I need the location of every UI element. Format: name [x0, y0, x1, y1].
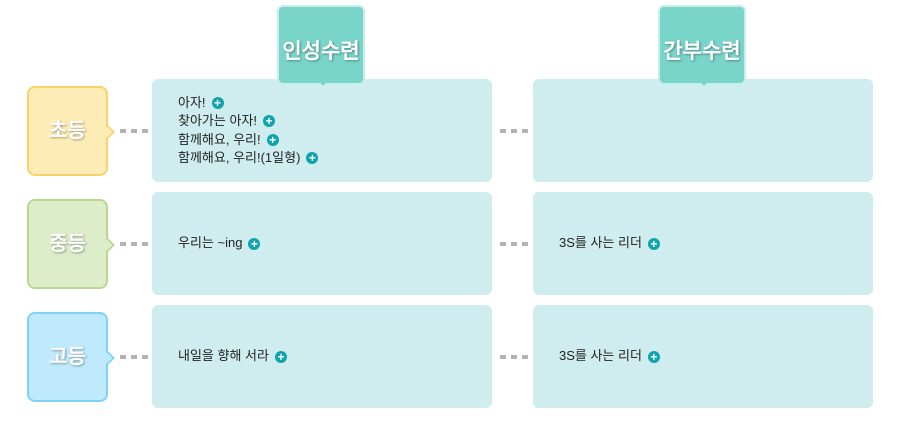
- plus-icon[interactable]: +: [248, 237, 261, 250]
- program-link[interactable]: 내일을 향해 서라 +: [178, 347, 492, 366]
- program-label: 아자!: [178, 94, 206, 110]
- connector-dots: [500, 355, 528, 359]
- card-middle-leader: 3S를 사는 리더 +: [533, 192, 873, 295]
- connector-dots: [120, 355, 148, 359]
- program-label: 3S를 사는 리더: [559, 235, 642, 251]
- card-middle-character: 우리는 ~ing +: [152, 192, 492, 295]
- program-link[interactable]: 찾아가는 아자! +: [178, 112, 492, 131]
- program-label: 함께해요, 우리!: [178, 131, 261, 147]
- program-label: 내일을 향해 서라: [178, 348, 269, 364]
- plus-icon[interactable]: +: [266, 133, 279, 146]
- program-link[interactable]: 함께해요, 우리!(1일형) +: [178, 149, 492, 168]
- plus-icon[interactable]: +: [306, 152, 319, 165]
- plus-icon[interactable]: +: [274, 350, 287, 363]
- card-high-character: 내일을 향해 서라 +: [152, 305, 492, 408]
- plus-icon[interactable]: +: [262, 115, 275, 128]
- connector-dots: [500, 242, 528, 246]
- program-label: 찾아가는 아자!: [178, 113, 257, 128]
- card-high-leader: 3S를 사는 리더 +: [533, 305, 873, 408]
- connector-dots: [120, 242, 148, 246]
- program-label: 함께해요, 우리!(1일형): [178, 150, 301, 165]
- card-elementary-character: 아자!+ 찾아가는 아자!+ 함께해요, 우리!+ 함께해요, 우리!(1일형)…: [152, 79, 492, 182]
- column-header-character-training: 인성수련: [277, 5, 365, 86]
- column-header-leader-training: 간부수련: [658, 5, 746, 86]
- program-link[interactable]: 3S를 사는 리더 +: [559, 347, 873, 366]
- program-link[interactable]: 3S를 사는 리더 +: [559, 234, 873, 253]
- program-label: 우리는 ~ing: [178, 235, 243, 251]
- plus-icon[interactable]: +: [647, 237, 660, 250]
- level-high: 고등: [27, 312, 108, 402]
- card-elementary-leader: [533, 79, 873, 182]
- plus-icon[interactable]: +: [647, 350, 660, 363]
- program-link[interactable]: 아자! +: [178, 94, 492, 113]
- program-link[interactable]: 함께해요, 우리! +: [178, 131, 492, 150]
- program-label: 3S를 사는 리더: [559, 348, 642, 364]
- level-middle: 중등: [27, 199, 108, 289]
- level-elementary: 초등: [27, 86, 108, 176]
- connector-dots: [120, 129, 148, 133]
- program-link[interactable]: 우리는 ~ing +: [178, 234, 492, 253]
- plus-icon[interactable]: +: [211, 96, 224, 109]
- connector-dots: [500, 129, 528, 133]
